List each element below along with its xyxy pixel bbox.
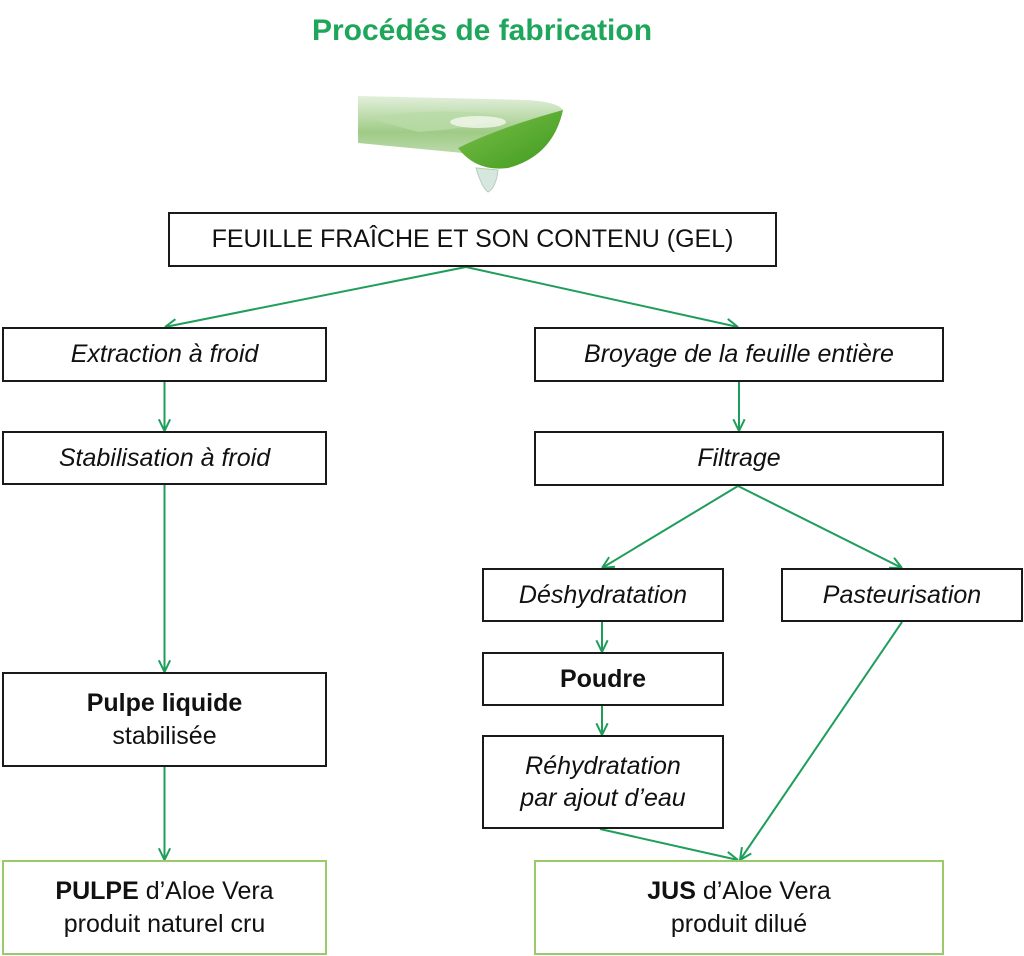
node-label: produit naturel cru <box>63 909 266 938</box>
arrow-rehydratation-to-jus_final <box>599 828 739 864</box>
arrow-extraction-to-stabilisation <box>157 382 172 432</box>
arrow-feuille-to-extraction <box>164 266 467 332</box>
arrow-feuille-to-broyage <box>465 266 739 331</box>
arrow-broyage-to-filtrage <box>732 382 746 432</box>
node-label-bold: Pulpe liquide <box>86 689 243 717</box>
arrow-pulpe_liquide-to-pulpe_final <box>157 767 172 861</box>
node-label: d’Aloe Vera <box>695 877 831 905</box>
node-label: par ajout d’eau <box>520 784 686 812</box>
node-pulpe-aloe-vera: PULPE d’Aloe Vera produit naturel cru <box>2 860 327 955</box>
node-label: Extraction à froid <box>70 340 259 369</box>
node-stabilisation-a-froid: Stabilisation à froid <box>2 431 327 485</box>
aloe-vera-leaf-image <box>358 96 563 193</box>
arrow-deshydratation-to-poudre <box>595 622 609 653</box>
node-rehydratation: Réhydratation par ajout d’eau <box>482 735 724 829</box>
diagram-title: Procédés de fabrication <box>311 14 653 47</box>
node-label: Filtrage <box>697 444 781 473</box>
arrow-poudre-to-rehydratation <box>595 706 609 736</box>
node-label-bold: JUS <box>647 877 696 905</box>
node-poudre: Poudre <box>482 652 724 706</box>
node-label: Poudre <box>559 664 647 693</box>
node-feuille-fraiche: FEUILLE FRAÎCHE ET SON CONTENU (GEL) <box>168 212 777 267</box>
arrow-filtrage-to-pasteurisation <box>737 485 903 569</box>
node-label: Déshydratation <box>518 580 688 609</box>
node-label: stabilisée <box>112 721 217 750</box>
node-pasteurisation: Pasteurisation <box>781 568 1023 622</box>
arrow-stabilisation-to-pulpe_liquide <box>157 485 172 673</box>
arrow-pasteurisation-to-jus_final <box>739 621 903 861</box>
node-label: produit dilué <box>670 909 808 938</box>
node-label: Pasteurisation <box>822 580 982 609</box>
node-label: Broyage de la feuille entière <box>584 340 894 369</box>
node-deshydratation: Déshydratation <box>482 568 724 622</box>
node-jus-aloe-vera: JUS d’Aloe Vera produit dilué <box>534 860 944 955</box>
node-label-bold: PULPE <box>55 877 139 905</box>
node-filtrage: Filtrage <box>534 431 944 486</box>
node-label: d’Aloe Vera <box>138 877 274 905</box>
node-label: Réhydratation <box>525 751 681 780</box>
node-extraction-a-froid: Extraction à froid <box>2 327 327 382</box>
arrow-filtrage-to-deshydratation <box>601 485 739 569</box>
node-pulpe-liquide: Pulpe liquide stabilisée <box>2 672 327 767</box>
node-broyage-feuille: Broyage de la feuille entière <box>534 327 944 382</box>
node-label: Stabilisation à froid <box>58 443 271 472</box>
node-label: FEUILLE FRAÎCHE ET SON CONTENU (GEL) <box>211 225 734 254</box>
